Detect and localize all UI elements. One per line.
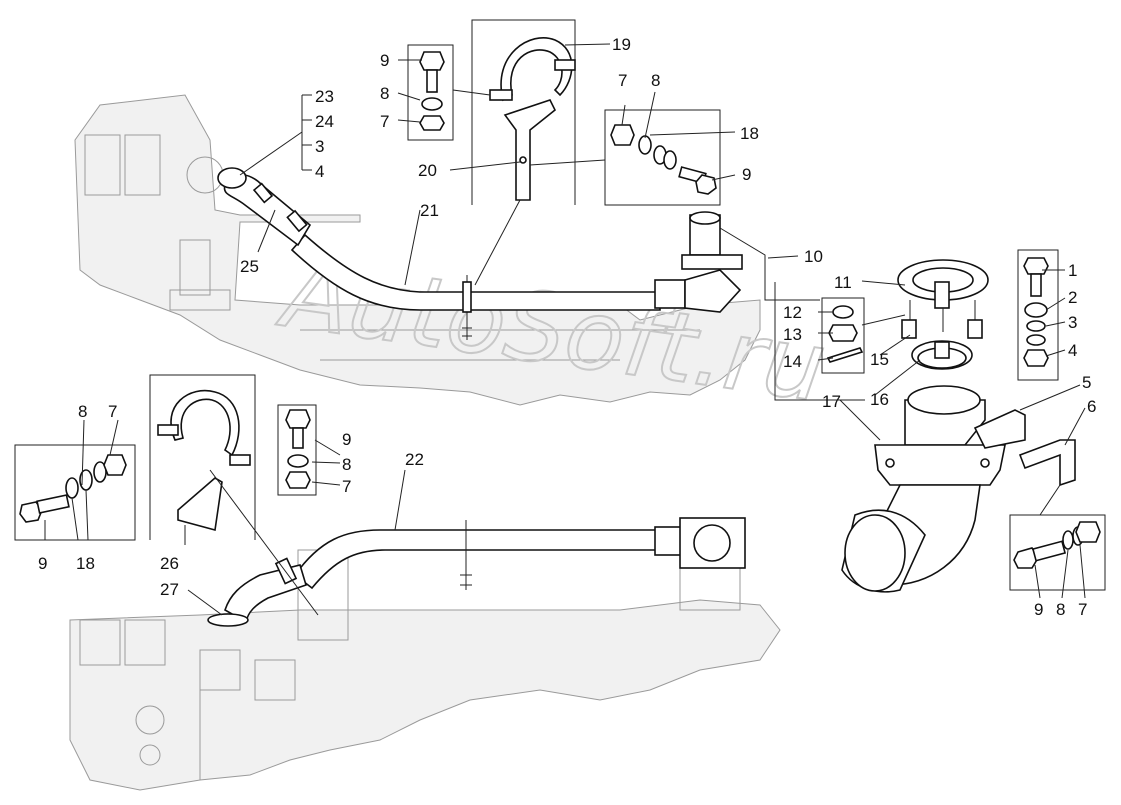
callout-24: 24 (315, 112, 334, 131)
springs-15 (901, 319, 983, 339)
callout-4: 4 (315, 162, 324, 181)
callout-11: 11 (834, 273, 852, 292)
callout-5: 5 (1082, 373, 1091, 392)
callout-3: 3 (1068, 313, 1077, 332)
callout-7: 7 (618, 71, 627, 90)
callout-12: 12 (783, 303, 802, 322)
clamp-box-26 (149, 374, 319, 616)
bracket-6 (1018, 439, 1076, 487)
gasket-16 (911, 340, 973, 370)
callout-1: 1 (1068, 261, 1077, 280)
callout-14: 14 (783, 352, 802, 371)
callout-4: 4 (1068, 341, 1077, 360)
callout-18: 18 (740, 124, 759, 143)
pipe-support-21 (462, 275, 472, 340)
callout-7: 7 (342, 477, 351, 496)
callout-18: 18 (76, 554, 95, 573)
callout-9: 9 (342, 430, 351, 449)
callout-7: 7 (380, 112, 389, 131)
callout-7: 7 (1078, 600, 1087, 619)
leader-lines (44, 43, 1086, 616)
flex-pipe-25 (217, 167, 312, 247)
clamp-box-19-20 (471, 19, 576, 286)
callout-20: 20 (418, 161, 437, 180)
callout-6: 6 (1087, 397, 1096, 416)
callout-8: 8 (380, 84, 389, 103)
callout-17: 17 (822, 392, 841, 411)
callout-9: 9 (742, 165, 751, 184)
bracket-5 (973, 409, 1026, 449)
callout-26: 26 (160, 554, 179, 573)
callout-8: 8 (1056, 600, 1065, 619)
callout-2: 2 (1068, 288, 1077, 307)
right-frame-lines (719, 227, 865, 401)
callout-23: 23 (315, 87, 334, 106)
pipe-21 (290, 211, 743, 313)
hardware-box-lower-middle (277, 404, 317, 496)
callout-21: 21 (420, 201, 439, 220)
callout-7: 7 (108, 402, 117, 421)
callout-27: 27 (160, 580, 179, 599)
callout-9: 9 (380, 51, 389, 70)
callout-3: 3 (315, 137, 324, 156)
callout-labels: 9 8 7 19 20 7 8 18 9 23 24 3 4 25 21 10 … (38, 35, 1096, 619)
hardware-box-upper-right (529, 109, 721, 206)
callout-9: 9 (38, 554, 47, 573)
upper-engine-outline (74, 94, 761, 406)
callout-13: 13 (783, 325, 802, 344)
hardware-box-lower-left (14, 444, 136, 541)
callout-10: 10 (804, 247, 823, 266)
hardware-box-1-4 (1017, 249, 1059, 381)
callout-16: 16 (870, 390, 889, 409)
callout-15: 15 (870, 350, 889, 369)
hardware-box-upper-left (407, 44, 491, 141)
muffler-17 (841, 385, 1006, 593)
flange-11 (897, 259, 989, 332)
callout-19: 19 (612, 35, 631, 54)
hardware-box-lower-right (1009, 484, 1106, 591)
callout-9: 9 (1034, 600, 1043, 619)
callout-22: 22 (405, 450, 424, 469)
pipe-22 (293, 517, 746, 590)
callout-25: 25 (240, 257, 259, 276)
callout-8: 8 (651, 71, 660, 90)
callout-8: 8 (342, 455, 351, 474)
callout-8: 8 (78, 402, 87, 421)
